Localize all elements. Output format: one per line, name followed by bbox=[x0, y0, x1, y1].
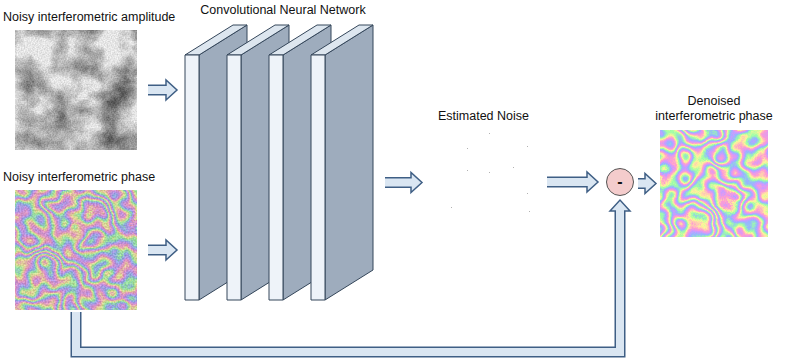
block-arrow bbox=[385, 173, 422, 193]
cnn-layer bbox=[185, 25, 247, 300]
subtract-operator: - bbox=[606, 168, 634, 196]
node-label: Denoised interferometric phase bbox=[649, 94, 779, 124]
noise-image bbox=[432, 130, 535, 235]
arrow-fill bbox=[148, 86, 168, 94]
amplitude-image bbox=[15, 30, 137, 150]
denoised-image bbox=[660, 130, 768, 237]
arrow-fill bbox=[385, 179, 413, 187]
arrow-fill bbox=[148, 246, 168, 254]
cnn-block: Convolutional Neural Network bbox=[185, 25, 373, 300]
node-label: Convolutional Neural Network bbox=[200, 3, 365, 18]
cnn-layers bbox=[185, 25, 373, 300]
node-label: Noisy interferometric phase bbox=[3, 170, 155, 185]
arrow-outline bbox=[76, 211, 620, 352]
block-arrow bbox=[638, 174, 656, 194]
arrow-fill bbox=[638, 180, 647, 188]
node-label: Estimated Noise bbox=[438, 109, 529, 124]
node-label: Noisy interferometric amplitude bbox=[3, 10, 175, 25]
phase-image bbox=[15, 190, 137, 310]
arrow-fill bbox=[547, 178, 589, 186]
block-arrow bbox=[148, 80, 177, 100]
block-arrow bbox=[547, 172, 598, 192]
cnn-layer bbox=[269, 25, 331, 300]
arrow-fill bbox=[76, 209, 620, 352]
phase-image-box: Noisy interferometric phase bbox=[15, 190, 137, 310]
block-arrow bbox=[76, 200, 630, 352]
noise-image-box: Estimated Noise bbox=[432, 130, 535, 235]
denoised-image-box: Denoised interferometric phase bbox=[660, 130, 768, 237]
cnn-layer bbox=[311, 25, 373, 300]
amplitude-image-box: Noisy interferometric amplitude bbox=[15, 30, 137, 150]
block-arrow bbox=[148, 240, 177, 260]
node-label: - bbox=[617, 174, 622, 190]
cnn-layer bbox=[227, 25, 289, 300]
